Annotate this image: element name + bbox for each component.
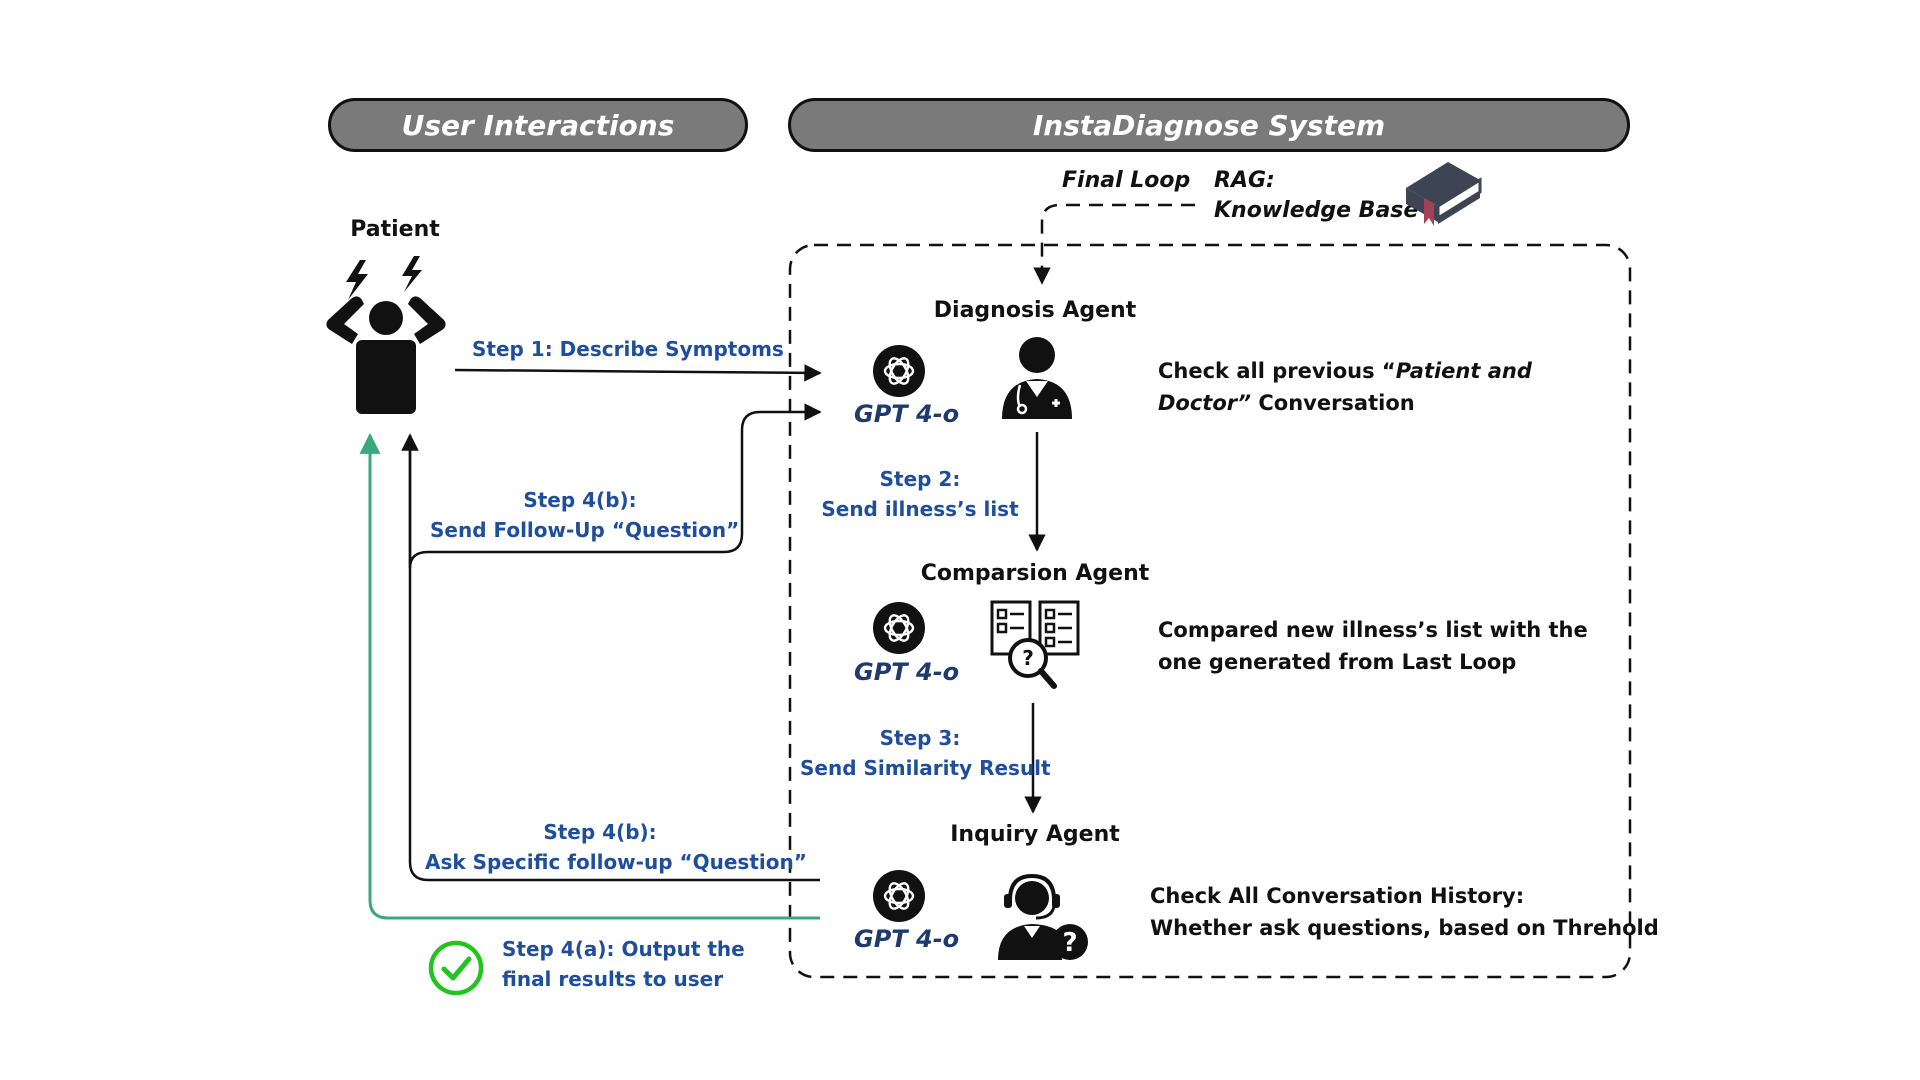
inquiry-desc-2: Whether ask questions, based on Threhold <box>1150 916 1659 940</box>
diagnosis-model-label: GPT 4-o <box>854 400 960 428</box>
book-icon <box>1406 162 1482 226</box>
step2-label-2: Send illness’s list <box>821 497 1019 521</box>
comparison-model-label: GPT 4-o <box>854 658 960 686</box>
rag-label-1: RAG: <box>1214 168 1275 193</box>
diagnosis-desc-post: Conversation <box>1251 391 1415 415</box>
checklist-search-icon: ? <box>990 600 1080 689</box>
comparison-desc-2: one generated from Last Loop <box>1158 650 1517 674</box>
system-boundary-box <box>788 243 1632 979</box>
system-header: InstaDiagnose System <box>788 98 1630 152</box>
diagnosis-agent-desc: Check all previous “Patient and Doctor” … <box>1158 355 1532 419</box>
user-interactions-header: User Interactions <box>328 98 748 152</box>
diagnosis-desc-em-2: Doctor” <box>1158 391 1252 415</box>
step4b-followup-arrow <box>408 403 822 569</box>
step1-arrow <box>454 364 822 382</box>
step4b-ask-label-2: Ask Specific follow-up “Question” <box>425 850 807 874</box>
step4a-label-1: Step 4(a): Output the <box>502 937 745 961</box>
step4a-output-arrow <box>359 432 820 920</box>
support-agent-question-icon: ? <box>998 873 1088 960</box>
step2-label-1: Step 2: <box>879 467 961 491</box>
step4b-followup-label-1: Step 4(b): <box>523 488 637 512</box>
check-circle-icon <box>428 940 484 996</box>
openai-logo-icon <box>873 870 925 922</box>
inquiry-desc-1: Check All Conversation History: <box>1150 884 1525 908</box>
step4b-followup-label-2: Send Follow-Up “Question” <box>430 518 740 542</box>
step4b-ask-label-1: Step 4(b): <box>543 820 657 844</box>
diagnosis-desc-pre: Check all previous “ <box>1158 359 1396 383</box>
rag-final-loop-connector <box>1033 203 1195 285</box>
patient-label: Patient <box>350 217 440 242</box>
step1-label: Step 1: Describe Symptoms <box>472 337 784 361</box>
inquiry-model-label: GPT 4-o <box>854 925 960 953</box>
step3-label-1: Step 3: <box>879 726 961 750</box>
rag-label-2: Knowledge Base <box>1214 198 1419 223</box>
svg-text:?: ? <box>1022 646 1034 670</box>
user-interactions-title: User Interactions <box>401 108 675 142</box>
openai-logo-icon <box>873 345 925 397</box>
doctor-icon <box>1002 337 1072 419</box>
comparison-agent-desc: Compared new illness’s list with the one… <box>1158 614 1588 678</box>
diagnosis-agent-title: Diagnosis Agent <box>933 298 1137 323</box>
comparison-agent-title: Comparsion Agent <box>920 561 1150 586</box>
step4a-label-2: final results to user <box>502 967 724 991</box>
diagnosis-desc-em-1: Patient and <box>1395 359 1532 383</box>
step3-label-2: Send Similarity Result <box>800 756 1051 780</box>
patient-stress-icon <box>326 256 446 414</box>
step4b-ask-arrow <box>401 433 820 882</box>
final-loop-label: Final Loop <box>1062 168 1191 193</box>
comparison-desc-1: Compared new illness’s list with the <box>1158 618 1588 642</box>
inquiry-agent-desc: Check All Conversation History: Whether … <box>1150 880 1659 944</box>
system-title: InstaDiagnose System <box>1032 108 1386 142</box>
svg-text:?: ? <box>1062 928 1077 958</box>
openai-logo-icon <box>873 602 925 654</box>
inquiry-agent-title: Inquiry Agent <box>950 822 1120 847</box>
